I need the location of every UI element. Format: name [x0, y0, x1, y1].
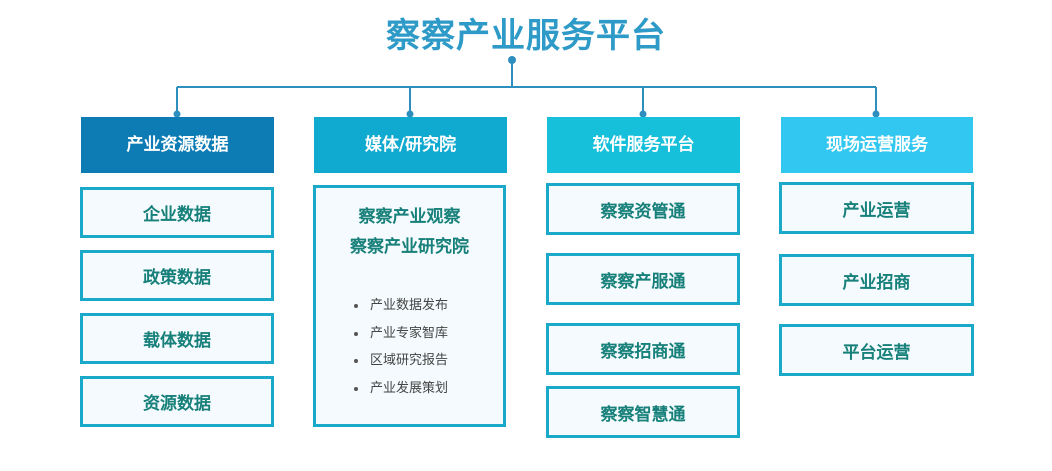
item-asset-management: 察察资管通: [546, 183, 740, 235]
item-industry-investment: 产业招商: [779, 254, 974, 306]
bullet-list: 产业数据发布 产业专家智库 区域研究报告 产业发展策划: [354, 292, 448, 402]
drop-dot-4: [872, 110, 880, 118]
item-smart-service: 察察智慧通: [546, 386, 740, 438]
header-media-institute: 媒体/研究院: [314, 117, 507, 173]
header-onsite-operation: 现场运营服务: [781, 117, 973, 173]
item-industry-operation: 产业运营: [779, 182, 974, 234]
list-item: 产业数据发布: [354, 292, 448, 320]
drop-dot-1: [173, 110, 181, 118]
item-carrier-data: 载体数据: [80, 313, 274, 364]
panel-title-institute: 察察产业研究院: [350, 237, 469, 257]
media-institute-panel: 察察产业观察 察察产业研究院 产业数据发布 产业专家智库 区域研究报告 产业发展…: [313, 185, 506, 427]
list-item: 产业专家智库: [354, 320, 448, 348]
item-investment-attraction: 察察招商通: [546, 323, 740, 375]
item-industry-service: 察察产服通: [546, 253, 740, 305]
item-platform-operation: 平台运营: [779, 324, 974, 376]
list-item: 区域研究报告: [354, 347, 448, 375]
trunk-dot: [508, 56, 516, 64]
drop-dot-2: [406, 110, 414, 118]
page-title: 察察产业服务平台: [386, 16, 666, 56]
list-item: 产业发展策划: [354, 375, 448, 403]
drop-dot-3: [639, 110, 647, 118]
item-resource-data: 资源数据: [80, 376, 274, 427]
item-policy-data: 政策数据: [80, 250, 274, 301]
header-software-platform: 软件服务平台: [547, 117, 740, 173]
header-industry-resource-data: 产业资源数据: [81, 117, 274, 173]
item-enterprise-data: 企业数据: [80, 187, 274, 238]
panel-title-observation: 察察产业观察: [358, 207, 461, 227]
